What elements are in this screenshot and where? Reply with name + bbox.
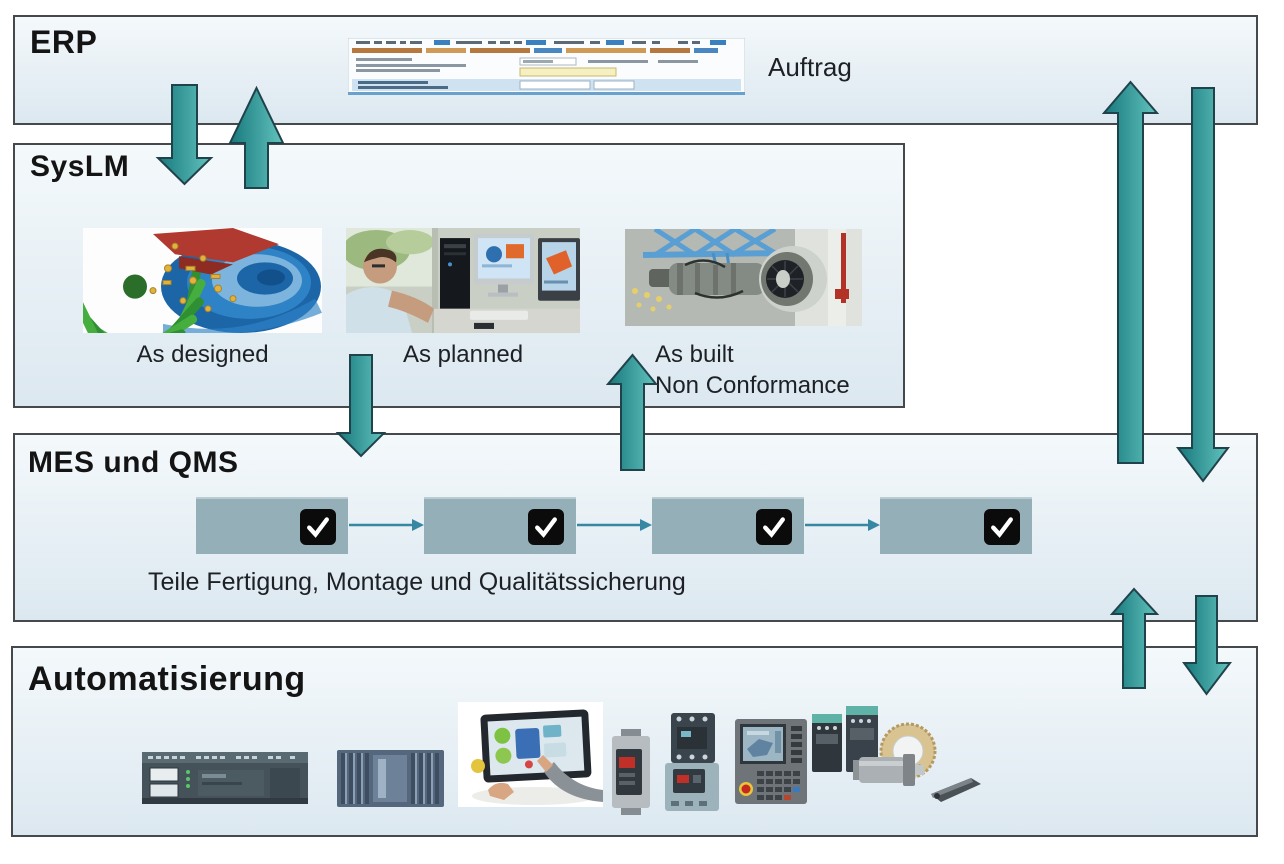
turbine-cad-image — [83, 228, 322, 333]
servo-motor-image — [851, 747, 926, 792]
process-step — [424, 497, 576, 554]
erp-title: ERP — [30, 24, 98, 60]
as-designed-label: As designed — [136, 341, 269, 368]
planning-workstation-image — [346, 228, 580, 333]
auftrag-label: Auftrag — [768, 52, 852, 82]
checkbox-checked-icon — [300, 508, 336, 545]
mes-caption: Teile Fertigung, Montage und Qualitätssi… — [148, 568, 686, 596]
arrow-erp-to-mes — [1175, 87, 1231, 483]
cnc-control-panel-image — [735, 719, 807, 804]
linear-module-image — [927, 770, 985, 806]
process-step — [652, 497, 804, 554]
non-conformance-label: Non Conformance — [655, 372, 850, 399]
checkbox-checked-icon — [756, 508, 792, 545]
as-planned-label: As planned — [402, 341, 524, 368]
motor-starter-modules-image — [810, 704, 880, 776]
timer-relay-image — [607, 727, 655, 817]
process-step — [880, 497, 1032, 554]
sap-order-screenshot — [348, 38, 745, 95]
industrial-pc-image — [333, 744, 448, 811]
mes-title: MES und QMS — [28, 446, 239, 479]
plc-logo-module-image — [140, 742, 310, 814]
checkbox-checked-icon — [528, 508, 564, 545]
arrow-mes-to-erp — [1101, 80, 1160, 464]
jet-engine-assembly-image — [625, 229, 862, 326]
process-step — [196, 497, 348, 554]
hmi-touch-panel-image — [458, 702, 603, 807]
checkbox-checked-icon — [984, 508, 1020, 545]
automatisierung-title: Automatisierung — [28, 660, 306, 698]
contactor-image — [661, 711, 723, 816]
syslm-title: SysLM — [30, 150, 130, 183]
as-built-label: As built — [655, 341, 734, 368]
